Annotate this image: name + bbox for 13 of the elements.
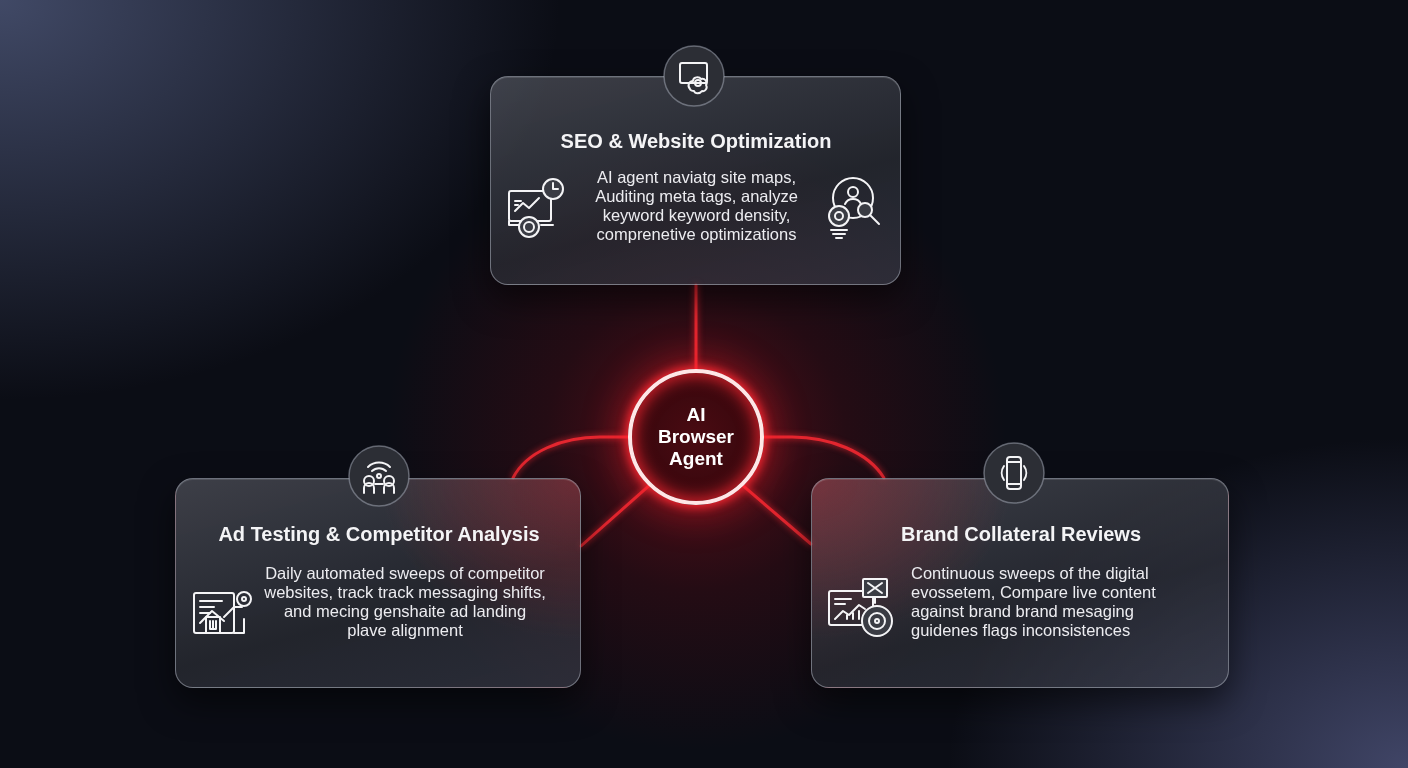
connector-line [511, 435, 630, 480]
hub-label: AI Browser Agent [657, 404, 735, 470]
connector-line [762, 435, 886, 480]
connector-line [694, 283, 698, 371]
hub-circle [628, 369, 764, 505]
connector-line [741, 484, 813, 546]
connector-line [579, 484, 651, 548]
card-title: SEO & Website Optimization [560, 129, 832, 153]
card-description: Daily automated sweeps of competitor websites, track track messaging shifts, and mecing genshaite ad landing plave alignment [263, 564, 547, 640]
card-description: AI agent naviatg site maps, Auditing meta tags, analyze keyword keyword density, comprenetive optimizations [594, 168, 799, 244]
card-title: Brand Collateral Reviews [900, 522, 1142, 546]
card-description: Continuous sweeps of the digital evossetem, Compare live content against brand brand mesaging guidenes flags inconsistences [911, 564, 1157, 640]
card-title: Ad Testing & Competitor Analysis [218, 522, 540, 546]
